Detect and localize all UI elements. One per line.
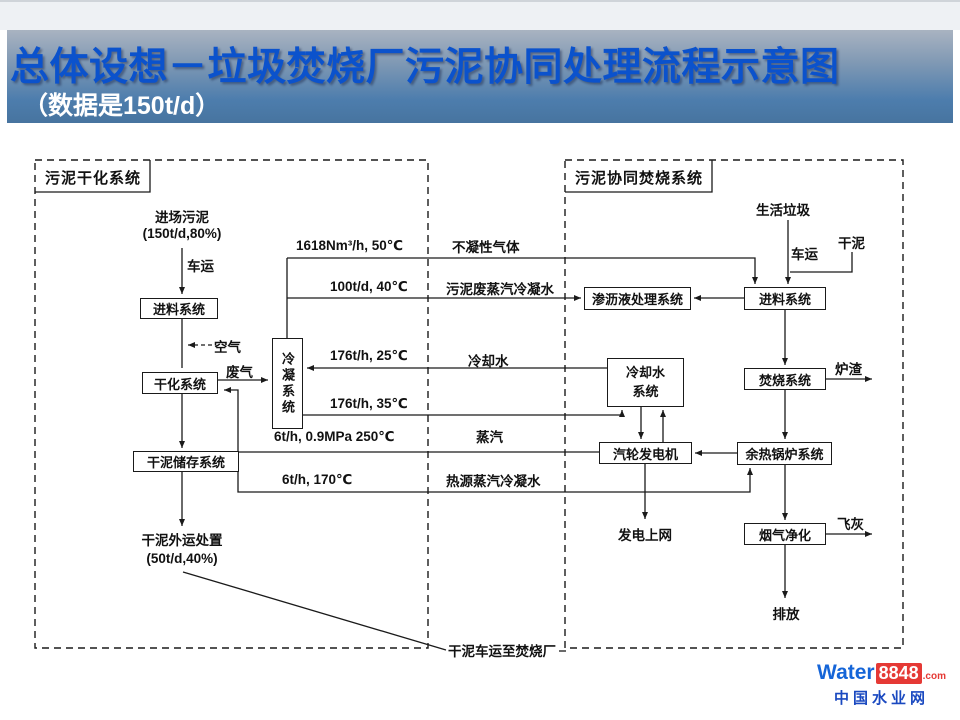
label-dry-sludge-disposal: 干泥外运处置 (141, 533, 223, 548)
label-steam-rate: 6t/h, 0.9MPa 250℃ (274, 429, 395, 444)
label-waste-gas: 废气 (226, 365, 253, 380)
node-incineration-system: 焚烧系统 (744, 368, 826, 390)
label-heat-condensate-rate: 6t/h, 170℃ (282, 472, 353, 487)
node-drying-system: 干化系统 (142, 372, 218, 394)
label-cooling-water: 冷却水 (468, 354, 509, 369)
label-dry-sludge-disposal-data: (50t/d,40%) (146, 551, 218, 566)
label-discharge: 排放 (772, 607, 800, 622)
node-feed-system-left: 进料系统 (140, 298, 218, 319)
logo-com-text: .com (922, 671, 946, 682)
slide-header: 总体设想－垃圾焚烧厂污泥协同处理流程示意图 （数据是150t/d） (7, 30, 953, 123)
label-steam: 蒸汽 (476, 430, 503, 445)
label-noncondensable-gas: 不凝性气体 (452, 240, 520, 255)
label-incoming-sludge: 进场污泥 (155, 210, 209, 225)
node-dry-sludge-storage: 干泥储存系统 (133, 451, 239, 472)
label-dry-mud: 干泥 (838, 236, 865, 251)
node-leachate-treatment: 渗沥液处理系统 (584, 287, 691, 310)
label-sludge-steam-condensate: 污泥废蒸汽冷凝水 (446, 282, 554, 297)
page-subtitle: （数据是150t/d） (23, 92, 221, 120)
node-condensing-system: 冷凝系统 (272, 338, 303, 429)
label-air: 空气 (214, 340, 241, 355)
node-feed-system-right: 进料系统 (744, 287, 826, 310)
label-household-waste: 生活垃圾 (756, 203, 810, 218)
top-band (0, 0, 960, 30)
label-heat-source-condensate: 热源蒸汽冷凝水 (446, 474, 541, 489)
logo-8848-badge: 8848 (875, 663, 922, 684)
label-truck-transport-left: 车运 (187, 259, 214, 274)
node-cooling-water-system: 冷却水系统 (607, 358, 684, 407)
label-truck-transport-right: 车运 (791, 247, 818, 262)
system-label-co-incineration: 污泥协同焚烧系统 (575, 170, 704, 187)
label-slag: 炉渣 (835, 362, 862, 377)
label-cooling-water-supply-rate: 176t/h, 25℃ (330, 348, 408, 363)
label-fly-ash: 飞灰 (837, 517, 864, 532)
label-cooling-water-return-rate: 176t/h, 35℃ (330, 396, 408, 411)
label-dry-sludge-truck-note: 干泥车运至焚烧厂 (448, 644, 556, 659)
node-flue-gas-cleaning: 烟气净化 (744, 523, 826, 545)
label-incoming-sludge-data: (150t/d,80%) (142, 226, 222, 241)
logo-water-text: Water (817, 661, 875, 684)
node-turbine-generator: 汽轮发电机 (599, 442, 692, 464)
label-flow-condensate-rate: 100t/d, 40℃ (330, 279, 408, 294)
page-title: 总体设想－垃圾焚烧厂污泥协同处理流程示意图 (10, 46, 840, 89)
label-power-to-grid: 发电上网 (618, 528, 672, 543)
system-label-drying: 污泥干化系统 (45, 170, 142, 187)
label-flow-gas-rate: 1618Nm³/h, 50℃ (296, 238, 404, 253)
water8848-logo: Water 8848 .com 中国水业网 (817, 661, 946, 708)
node-waste-heat-boiler: 余热锅炉系统 (737, 442, 832, 465)
logo-chinese-name: 中国水业网 (834, 690, 930, 707)
